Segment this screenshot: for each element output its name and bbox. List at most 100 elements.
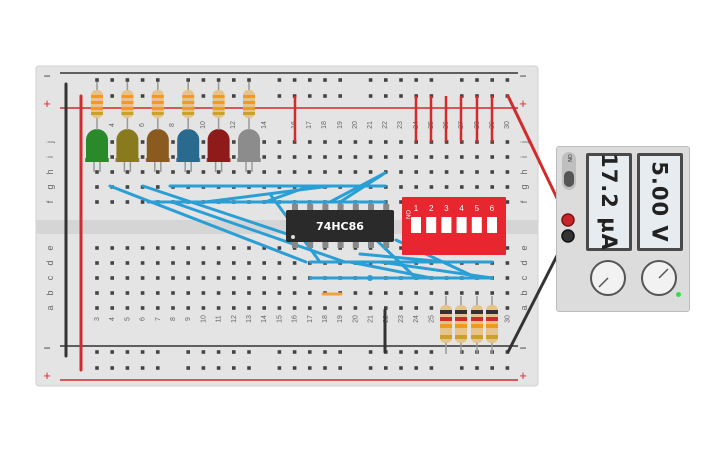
wire-blue[interactable] xyxy=(108,184,308,264)
dip-toggle[interactable] xyxy=(471,217,482,233)
hole xyxy=(277,291,282,295)
current-knob[interactable] xyxy=(590,260,626,296)
rail-hole xyxy=(201,366,206,370)
hole xyxy=(308,170,312,174)
resistor-band xyxy=(440,335,452,339)
rail-sign-top-right-plus: + xyxy=(519,96,527,111)
power-supply[interactable]: 17.2 µA 5.00 V xyxy=(556,146,690,312)
dip-toggle[interactable] xyxy=(456,217,467,233)
resistors-bottom[interactable] xyxy=(440,296,498,354)
hole xyxy=(216,261,221,265)
wire-blue[interactable] xyxy=(348,260,433,280)
dip-toggle[interactable] xyxy=(426,217,437,233)
hole xyxy=(475,170,479,174)
column-number: 17 xyxy=(307,315,314,323)
dip-toggle[interactable] xyxy=(487,217,497,233)
leds[interactable] xyxy=(85,129,261,172)
hole xyxy=(505,261,510,265)
led[interactable] xyxy=(177,129,200,162)
led[interactable] xyxy=(86,129,108,162)
hole xyxy=(429,170,434,174)
rail-hole xyxy=(308,94,312,98)
led[interactable] xyxy=(116,129,139,162)
row-letter: h xyxy=(45,169,55,174)
hole xyxy=(399,200,403,204)
row-letter: j xyxy=(45,141,55,144)
hole xyxy=(156,276,160,280)
hole xyxy=(156,291,160,295)
wire-blue[interactable] xyxy=(170,200,347,264)
wire-blue[interactable] xyxy=(328,171,387,204)
power-switch[interactable]: ON xyxy=(562,152,576,190)
resistor-band xyxy=(243,101,255,104)
resistor-band xyxy=(471,335,483,339)
column-number: 24 xyxy=(413,315,420,323)
hole xyxy=(323,170,327,174)
hole xyxy=(95,291,99,295)
dip-switch-body[interactable] xyxy=(402,197,506,255)
led[interactable] xyxy=(146,129,169,162)
row-letter: e xyxy=(45,245,55,250)
hole xyxy=(110,306,114,310)
hole xyxy=(444,170,449,174)
hole xyxy=(460,155,464,159)
wire-blue[interactable] xyxy=(203,184,332,204)
rail-hole xyxy=(140,94,145,98)
hole xyxy=(125,306,130,310)
rail-sign-bottom-left-minus: − xyxy=(43,341,50,355)
led-rim xyxy=(115,158,140,162)
dip-toggle[interactable] xyxy=(411,217,421,233)
red-wires[interactable] xyxy=(293,96,494,142)
hole xyxy=(414,155,418,159)
led[interactable] xyxy=(207,129,230,162)
hole xyxy=(292,261,297,265)
dip-position-number: 3 xyxy=(444,204,449,213)
rail-hole xyxy=(216,350,221,354)
hole xyxy=(505,246,510,250)
rail-hole xyxy=(110,350,114,354)
rail-hole xyxy=(399,350,403,354)
led[interactable] xyxy=(238,129,260,162)
hole xyxy=(414,185,418,189)
chip-pin xyxy=(337,242,344,248)
rail-hole xyxy=(201,78,206,82)
hole xyxy=(216,246,221,250)
hole xyxy=(308,291,312,295)
hole xyxy=(186,261,190,265)
resistors-top[interactable] xyxy=(91,82,255,130)
voltage-knob[interactable] xyxy=(641,260,677,296)
column-number: 23 xyxy=(397,121,404,129)
rail-hole xyxy=(338,94,342,98)
hole xyxy=(171,170,175,174)
chip-pin xyxy=(352,242,359,248)
chip-pin xyxy=(292,242,298,248)
rail-hole xyxy=(368,366,373,370)
hole xyxy=(353,140,358,144)
hole xyxy=(490,291,494,295)
rail-hole xyxy=(429,78,434,82)
rail-hole xyxy=(140,366,145,370)
chip-74hc86[interactable]: 74HC86 xyxy=(286,204,394,248)
hole xyxy=(475,185,479,189)
wire-blue[interactable] xyxy=(378,260,494,280)
hole xyxy=(323,140,327,144)
row-letter: e xyxy=(519,245,529,250)
power-switch-knob[interactable] xyxy=(564,171,574,187)
row-letter: g xyxy=(45,184,55,189)
dip-toggle[interactable] xyxy=(441,217,452,233)
blue-wires[interactable] xyxy=(108,171,494,281)
chip-label: 74HC86 xyxy=(316,220,364,233)
rail-hole xyxy=(308,366,312,370)
rail-hole xyxy=(232,366,236,370)
terminal-positive[interactable] xyxy=(561,213,575,227)
chip-body[interactable] xyxy=(286,210,394,242)
rail-hole xyxy=(201,94,206,98)
wire-blue[interactable] xyxy=(141,184,292,237)
power-switch-label: ON xyxy=(566,154,572,162)
rail-hole xyxy=(323,78,327,82)
hole xyxy=(140,140,145,144)
terminal-negative[interactable] xyxy=(561,229,575,243)
